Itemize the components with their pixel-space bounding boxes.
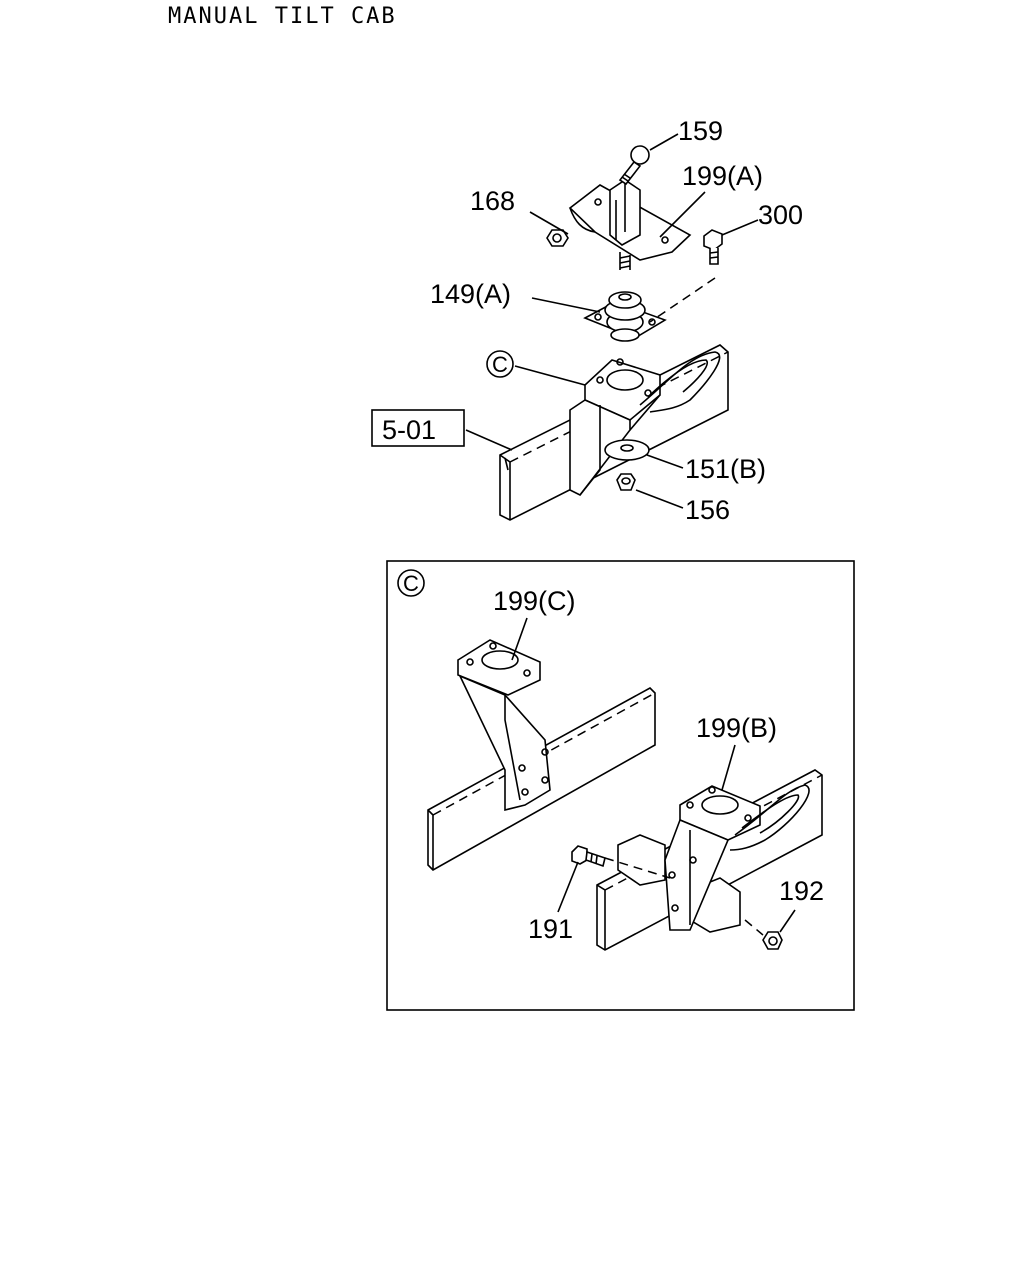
rubber-mount-149a-part — [583, 291, 667, 342]
bolt-300-part — [703, 229, 723, 265]
bracket-199c-part — [457, 639, 551, 812]
reference-box-5-01: 5-01 — [371, 409, 465, 447]
callout-191: 191 — [528, 914, 573, 944]
callout-circle-c: C — [486, 350, 514, 378]
nut-168-part — [546, 229, 569, 247]
bolt-159-part — [618, 145, 650, 186]
callout-199b: 199(B) — [696, 713, 777, 743]
callout-168: 168 — [470, 186, 515, 216]
callout-159: 159 — [678, 116, 723, 146]
cab-mount-bracket — [569, 351, 721, 497]
callout-192: 192 — [779, 876, 824, 906]
callout-151b: 151(B) — [685, 454, 766, 484]
callout-156: 156 — [685, 495, 730, 525]
detail-c-circle: C — [397, 569, 425, 597]
bolt-191-part — [571, 845, 606, 868]
upper-bracket-199a-part — [568, 179, 692, 270]
callout-199c: 199(C) — [493, 586, 576, 616]
callout-149a: 149(A) — [430, 279, 511, 309]
washer-151b-part — [604, 439, 650, 461]
svg-text:C: C — [492, 352, 508, 377]
svg-text:C: C — [403, 571, 419, 596]
page-title: MANUAL TILT CAB — [168, 4, 397, 29]
callout-300: 300 — [758, 200, 803, 230]
bracket-199b-part — [664, 784, 810, 931]
svg-text:5-01: 5-01 — [382, 415, 436, 445]
leader-lines-top — [465, 133, 759, 509]
detail-c-frame — [386, 560, 855, 1011]
nut-192-part — [762, 931, 783, 950]
leader-lines-detail — [511, 617, 796, 936]
callout-199a: 199(A) — [682, 161, 763, 191]
nut-156-part — [616, 473, 636, 491]
